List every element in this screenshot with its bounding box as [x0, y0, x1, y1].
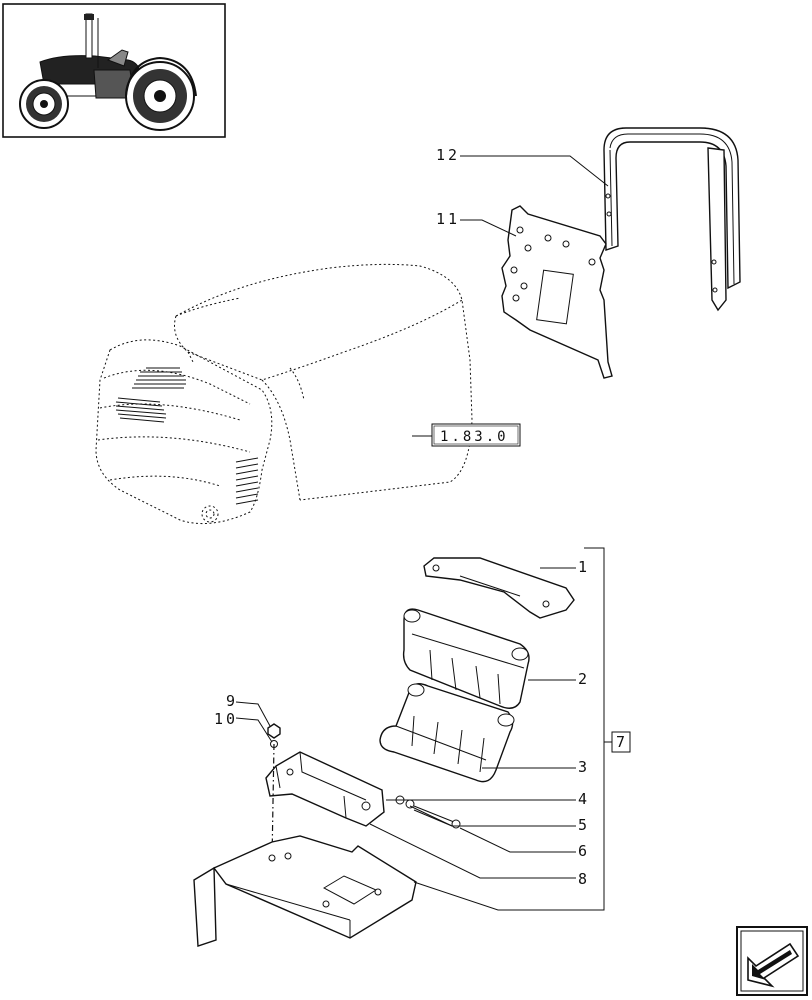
part-12-frame — [603, 127, 741, 312]
part-3-lower-mount — [379, 683, 515, 783]
callout-2: 2 — [578, 670, 590, 688]
assembly-axis — [271, 743, 275, 861]
hood-outline — [95, 263, 473, 525]
part-9-nut — [267, 723, 281, 739]
lower-grille-icon — [115, 397, 167, 423]
callout-1: 1 — [578, 558, 590, 576]
callout-8: 8 — [578, 870, 590, 888]
callout-5: 5 — [578, 816, 590, 834]
part-8-base-bracket — [193, 835, 417, 947]
reference-box-label: 1.83.0 — [440, 429, 509, 445]
part-6-bolt — [413, 805, 461, 829]
side-grille-icon — [235, 457, 259, 505]
leader-lines — [235, 155, 612, 911]
upper-grille-icon — [132, 367, 186, 389]
callout-3: 3 — [578, 758, 590, 776]
part-1-bracket — [423, 557, 575, 619]
callout-11: 11 — [436, 210, 460, 228]
callout-4: 4 — [578, 790, 590, 808]
reference-box — [431, 423, 521, 447]
callout-7: 7 — [616, 733, 628, 751]
next-page-arrow-icon[interactable] — [736, 926, 808, 996]
part-4-housing — [265, 751, 385, 827]
callout-9: 9 — [226, 692, 238, 710]
callout-10: 10 — [214, 710, 238, 728]
part-2-upper-mount — [402, 608, 530, 709]
tractor-thumbnail-icon — [2, 3, 226, 138]
callout-6: 6 — [578, 842, 590, 860]
callout-12: 12 — [436, 146, 460, 164]
part-11-panel — [501, 205, 613, 379]
callout-7-box — [611, 731, 631, 753]
